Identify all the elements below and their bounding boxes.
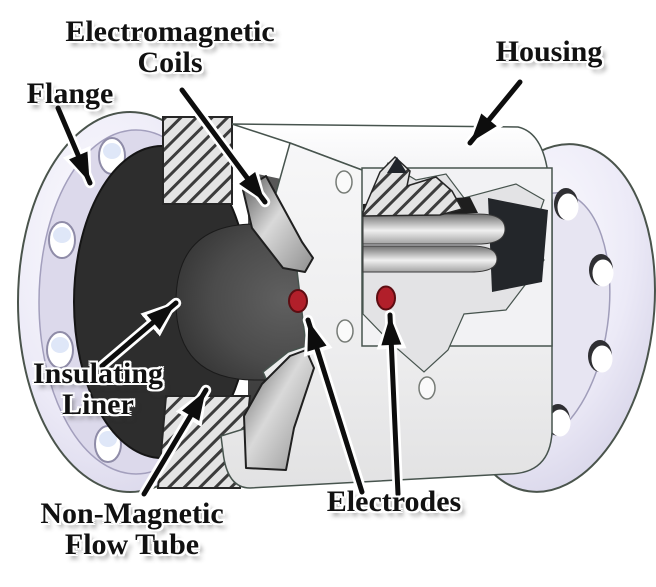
label-line: Liner [62,388,134,421]
tube-wall-section-top [162,116,233,205]
coil-winding-2 [362,245,498,273]
label-line: Non-Magnetic [40,497,224,530]
flange-arrow [52,102,96,189]
housing-label: Housing [474,36,624,67]
label-line: Insulating [32,357,164,390]
label-line: Housing [495,35,603,68]
label-line: Flow Tube [64,528,200,561]
liner-arrow [96,297,182,372]
flow-tube-arrow [138,384,212,500]
window-core-peak [387,157,407,173]
flange-left-bolt-holes [46,137,126,463]
flow-tube-label: Non-Magnetic Flow Tube [14,498,250,560]
coil-winding-1 [362,213,506,245]
electrodes-label: Electrodes [302,486,486,517]
label-line: Coils [137,46,203,79]
housing-arrow [464,76,526,149]
coils-arrow [176,84,271,208]
label-line: Flange [26,77,114,110]
window-core-section [362,155,464,217]
flange-label: Flange [8,78,132,109]
window-cavity-shadow [488,198,548,292]
electrode-dot-right [376,285,396,311]
label-line: Electromagnetic [65,15,275,48]
electrode-dot-left [288,289,308,313]
electrodes-arrow-right [376,309,407,500]
label-line: Electrodes [326,485,462,518]
electrodes-arrow-left [302,314,368,498]
liner-label: Insulating Liner [6,358,190,420]
coils-label: Electromagnetic Coils [36,16,304,78]
housing-screws [335,170,436,400]
